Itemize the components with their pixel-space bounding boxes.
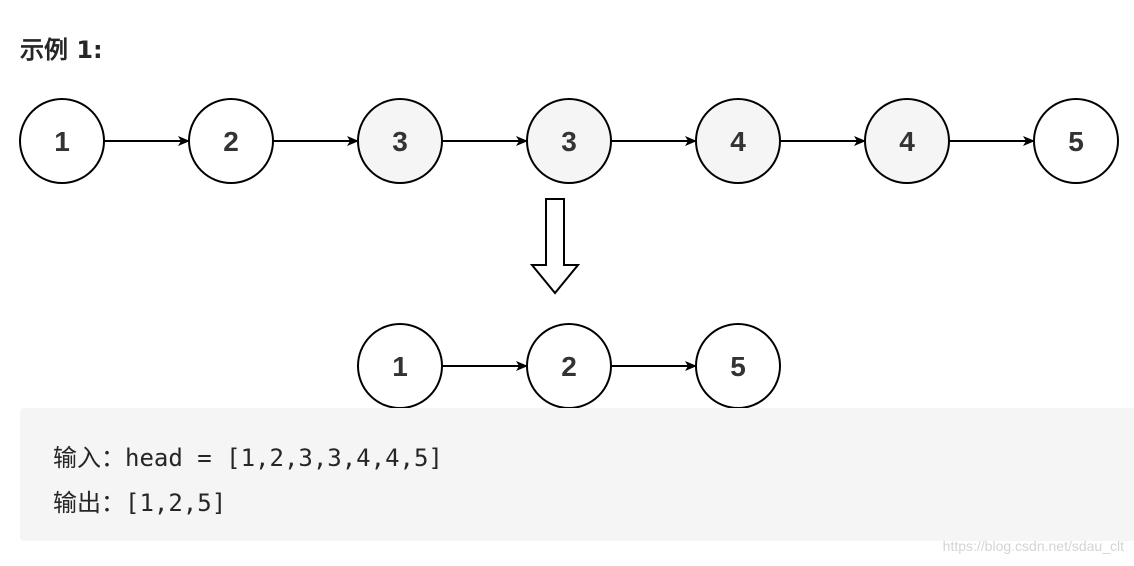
input-node-label-1: 1: [54, 126, 70, 157]
output-node-label-3: 5: [730, 351, 746, 382]
linked-list-diagram: 1 2 3 3 4 4 5 1 2 5: [19, 98, 1119, 409]
input-node-label-5: 4: [730, 126, 746, 157]
input-node-5: [695, 98, 781, 184]
input-node-label-4: 3: [561, 126, 577, 157]
input-linked-list: 1 2 3 3 4 4 5: [19, 98, 1119, 184]
output-linked-list: 1 2 5: [357, 323, 781, 409]
input-node-1: [19, 98, 105, 184]
input-node-6: [864, 98, 950, 184]
input-node-3: [357, 98, 443, 184]
output-line: 输出：[1,2,5]: [53, 489, 227, 517]
input-node-7: [1033, 98, 1119, 184]
input-node-label-3: 3: [392, 126, 408, 157]
input-line: 输入：head = [1,2,3,3,4,4,5]: [53, 444, 443, 472]
input-node-label-6: 4: [899, 126, 915, 157]
output-node-label-2: 2: [561, 351, 577, 382]
input-node-label-7: 5: [1068, 126, 1084, 157]
input-node-4: [526, 98, 612, 184]
example-code-block: 输入：head = [1,2,3,3,4,4,5] 输出：[1,2,5]: [20, 408, 1134, 541]
example-heading: 示例 1:: [20, 36, 103, 64]
output-node-label-1: 1: [392, 351, 408, 382]
transform-arrow: [529, 198, 581, 295]
watermark: https://blog.csdn.net/sdau_clt: [942, 538, 1124, 554]
input-node-2: [188, 98, 274, 184]
input-node-label-2: 2: [223, 126, 239, 157]
